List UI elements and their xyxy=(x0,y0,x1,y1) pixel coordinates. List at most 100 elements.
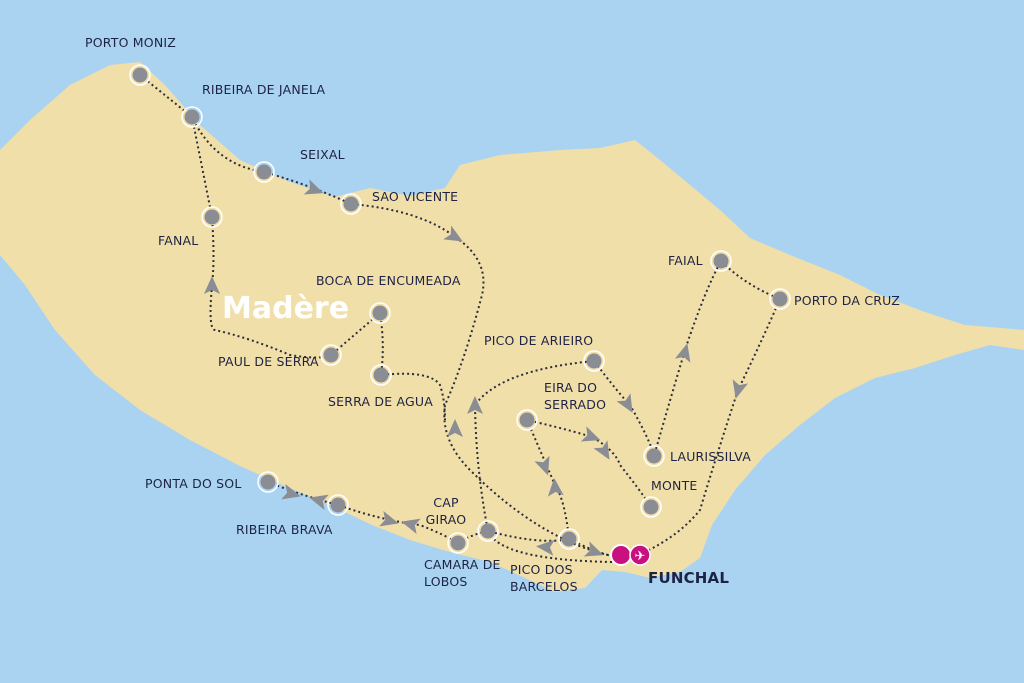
route-line xyxy=(525,418,652,540)
stop-label-porto-moniz: PORTO MONIZ xyxy=(85,35,176,50)
stop-label-eira-do-serrado: SERRADO xyxy=(544,397,606,412)
stop-dot xyxy=(256,164,272,180)
stop-ring xyxy=(447,532,469,554)
stop-dot xyxy=(260,474,276,490)
stop-cap-girao[interactable] xyxy=(477,520,499,542)
stop-porto-moniz[interactable] xyxy=(129,64,151,86)
stop-ring xyxy=(370,364,392,386)
stop-label-laurissilva: LAURISSILVA xyxy=(670,449,751,464)
stop-eira-do-serrado[interactable] xyxy=(516,409,538,431)
arrow-icon xyxy=(536,539,555,556)
stop-label-camara-de-lobos: LOBOS xyxy=(424,574,468,589)
stop-ring xyxy=(327,494,349,516)
stop-sao-vicente[interactable] xyxy=(340,193,362,215)
arrow-icon xyxy=(534,455,550,476)
stop-ring xyxy=(477,520,499,542)
arrow-icon xyxy=(401,518,421,535)
stop-ring xyxy=(320,344,342,366)
airport-marker xyxy=(629,544,651,566)
island-madeira xyxy=(0,62,1024,592)
arrow-icon xyxy=(281,483,301,500)
stop-label-pico-dos-barcelos: PICO DOS xyxy=(510,562,573,577)
stop-porto-da-cruz[interactable] xyxy=(769,288,791,310)
stop-dot xyxy=(772,291,788,307)
stop-ring xyxy=(340,193,362,215)
stop-laurissilva[interactable] xyxy=(643,445,665,467)
stop-dot xyxy=(373,367,389,383)
stop-ring xyxy=(769,288,791,310)
stop-ring xyxy=(369,302,391,324)
stop-label-ponta-do-sol: PONTA DO SOL xyxy=(145,476,242,491)
stop-label-cap-girao: CAP xyxy=(433,495,459,510)
stop-pico-de-arieiro[interactable] xyxy=(583,350,605,372)
stop-label-sao-vicente: SAO VICENTE xyxy=(372,189,458,204)
stop-dot xyxy=(480,523,496,539)
hub-funchal[interactable]: ✈ FUNCHAL xyxy=(610,544,729,587)
stop-dot xyxy=(372,305,388,321)
stop-dot xyxy=(132,67,148,83)
arrow-icon xyxy=(204,276,220,294)
stop-ring xyxy=(253,161,275,183)
stop-ring xyxy=(201,206,223,228)
stop-ring xyxy=(516,409,538,431)
stop-ring xyxy=(643,445,665,467)
arrow-icon xyxy=(616,393,633,413)
stop-label-boca-de-encumeada: BOCA DE ENCUMEADA xyxy=(316,273,461,288)
map-title: Madère xyxy=(222,291,349,326)
stop-ring xyxy=(710,250,732,272)
stop-label-porto-da-cruz: PORTO DA CRUZ xyxy=(794,293,900,308)
stop-seixal[interactable] xyxy=(253,161,275,183)
stop-label-cap-girao: GIRAO xyxy=(426,512,467,527)
stop-dot xyxy=(184,109,200,125)
stop-ponta-do-sol[interactable] xyxy=(257,471,279,493)
arrow-icon xyxy=(580,426,601,442)
stop-label-faial: FAIAL xyxy=(668,253,703,268)
arrow-icon xyxy=(379,510,399,527)
stop-ring xyxy=(257,471,279,493)
stop-ring xyxy=(640,496,662,518)
stop-label-paul-de-serra: PAUL DE SERRA xyxy=(218,354,319,369)
arrow-icon xyxy=(447,419,463,437)
stop-label-pico-de-arieiro: PICO DE ARIEIRO xyxy=(484,333,593,348)
stop-faial[interactable] xyxy=(710,250,732,272)
arrow-icon xyxy=(303,179,324,195)
arrow-icon xyxy=(583,541,604,557)
stop-label-ribeira-brava: RIBEIRA BRAVA xyxy=(236,522,333,537)
stop-dot xyxy=(343,196,359,212)
stops xyxy=(129,64,791,554)
stop-dot xyxy=(713,253,729,269)
stop-label-ribeira-de-janela: RIBEIRA DE JANELA xyxy=(202,82,325,97)
stop-ribeira-de-janela[interactable] xyxy=(181,106,203,128)
arrow-icon xyxy=(467,396,483,414)
stop-monte[interactable] xyxy=(640,496,662,518)
stop-paul-de-serra[interactable] xyxy=(320,344,342,366)
stop-ribeira-brava[interactable] xyxy=(327,494,349,516)
stop-camara-de-lobos[interactable] xyxy=(447,532,469,554)
stop-dot xyxy=(323,347,339,363)
stop-boca-de-encumeada[interactable] xyxy=(369,302,391,324)
stop-label-fanal: FANAL xyxy=(158,233,198,248)
arrow-icon xyxy=(674,343,691,363)
route-arrows xyxy=(204,179,749,557)
stop-dot xyxy=(646,448,662,464)
hub-label: FUNCHAL xyxy=(648,569,729,587)
stop-dot xyxy=(643,499,659,515)
stop-dot xyxy=(204,209,220,225)
arrow-icon xyxy=(593,440,610,460)
arrow-icon xyxy=(732,379,749,399)
stop-ring xyxy=(558,528,580,550)
arrow-icon xyxy=(309,494,329,511)
stop-dot xyxy=(561,531,577,547)
stop-label-camara-de-lobos: CAMARA DE xyxy=(424,557,501,572)
stop-serra-de-agua[interactable] xyxy=(370,364,392,386)
stop-fanal[interactable] xyxy=(201,206,223,228)
stop-label-pico-dos-barcelos: BARCELOS xyxy=(510,579,578,594)
stop-dot xyxy=(586,353,602,369)
hub-dot xyxy=(612,546,630,564)
stop-label-serra-de-agua: SERRA DE AGUA xyxy=(328,394,433,409)
stop-dot xyxy=(450,535,466,551)
stop-ring xyxy=(583,350,605,372)
stop-pico-dos-barcelos[interactable] xyxy=(558,528,580,550)
stop-ring xyxy=(181,106,203,128)
